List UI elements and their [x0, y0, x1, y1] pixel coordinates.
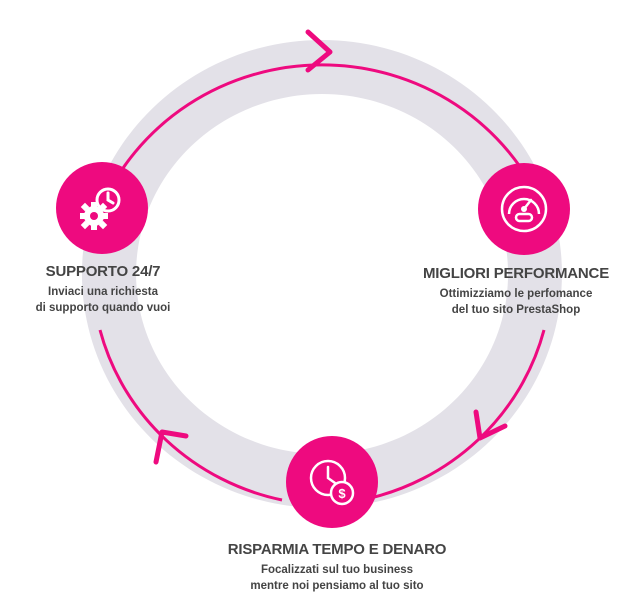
cycle-arc-top [98, 63, 546, 211]
step-1-line-2: di supporto quando vuoi [35, 302, 171, 314]
step-1-line-1: Inviaci una richiesta [48, 286, 158, 298]
step-2-icon-badge [478, 163, 570, 255]
step-3-caption: RISPARMIA TEMPO E DENARO Focalizzati sul… [202, 541, 472, 594]
gear-clock-icon [80, 187, 121, 230]
step-3-title: RISPARMIA TEMPO E DENARO [227, 541, 447, 558]
speedometer-icon [500, 185, 548, 233]
step-2-caption: MIGLIORI PERFORMANCE Ottimizziamo le per… [406, 265, 626, 318]
step-3-line-1: Focalizzati sul tuo business [260, 564, 414, 576]
step-1-icon-badge [56, 162, 148, 254]
cycle-arc-left [98, 329, 283, 502]
cycle-arc-right [361, 329, 546, 502]
step-3-line-2: mentre noi pensiamo al tuo sito [250, 580, 424, 592]
step-2-line-2: del tuo sito PrestaShop [451, 304, 581, 316]
arrow-right-icon [473, 409, 508, 441]
step-1-title: SUPPORTO 24/7 [45, 263, 161, 280]
clock-dollar-icon: $ [309, 459, 355, 506]
svg-text:$: $ [338, 486, 346, 501]
step-2-title: MIGLIORI PERFORMANCE [423, 265, 609, 282]
step-1-caption: SUPPORTO 24/7 Inviaci una richiesta di s… [28, 263, 178, 316]
step-2-line-1: Ottimizziamo le perfomance [439, 288, 593, 300]
arrow-top-icon [305, 29, 333, 73]
step-3-icon-badge: $ [286, 436, 378, 528]
arrow-left-icon [153, 429, 189, 465]
